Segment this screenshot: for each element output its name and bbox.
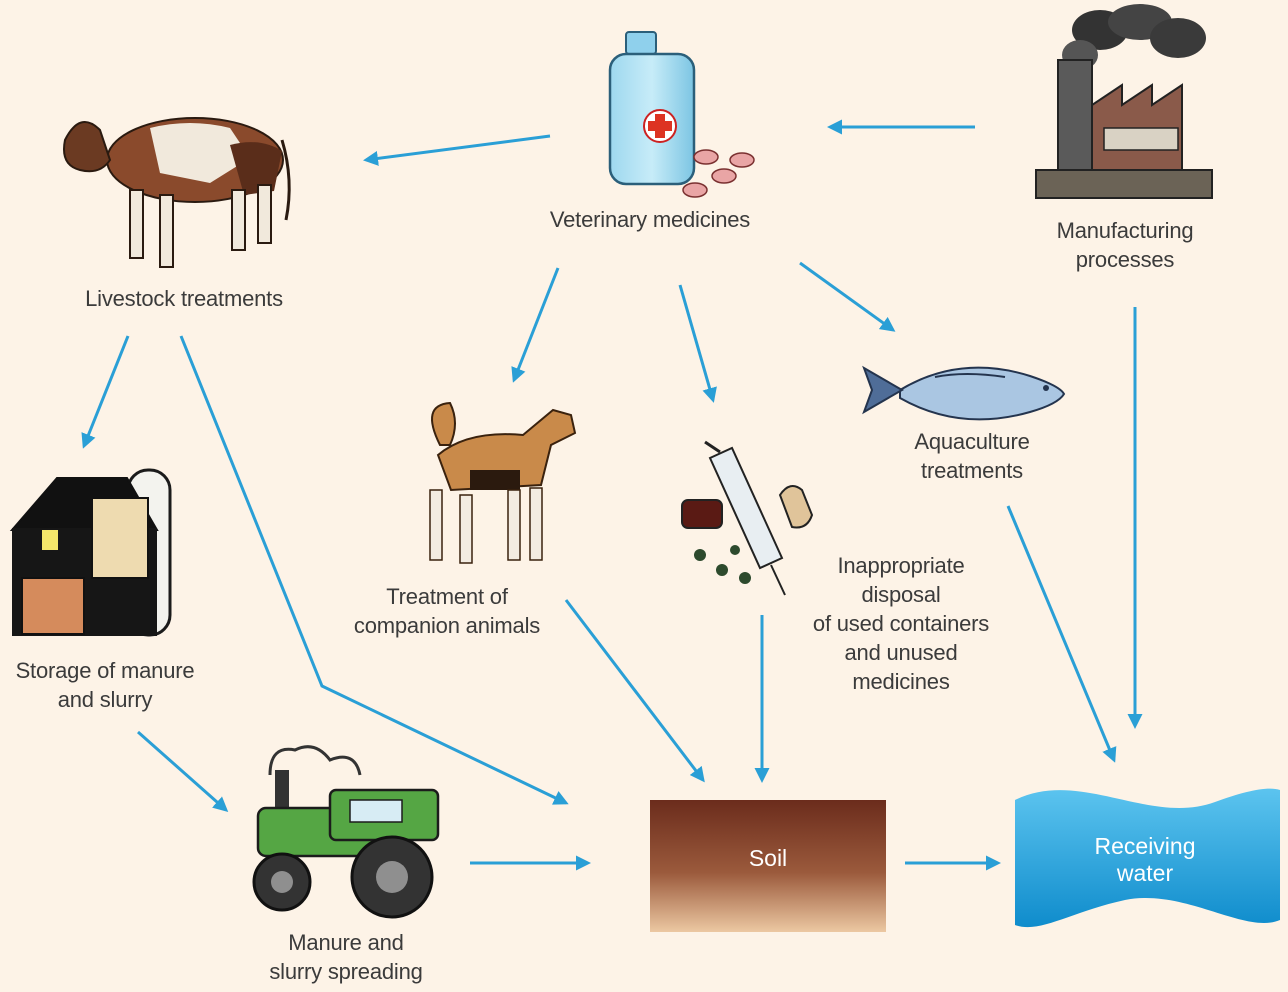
arrow-aquaculture-to-water [1006,505,1117,763]
arrow-livestock-to-soil [179,335,569,805]
medicine-bottle-icon [608,31,755,198]
arrow-livestock-to-storage [81,335,130,449]
receiving-water-shape [1015,788,1280,928]
tractor-icon [252,745,440,919]
arrow-companion-to-soil [564,599,705,783]
label-storage-manure: Storage of manure and slurry [15,658,195,712]
arrow-vet-to-aquaculture [799,261,896,332]
label-manufacturing-processes: Manufacturing processes [1056,218,1194,272]
label-manure-spreading: Manure and slurry spreading [269,930,423,984]
label-receiving-water: Receiving water [1094,833,1196,886]
dog-icon [429,401,577,564]
soil-box [650,800,886,932]
arrow-vet-to-livestock [363,134,551,166]
label-companion-animals: Treatment of companion animals [353,584,541,638]
label-inappropriate-disposal: Inappropriate disposal of used container… [812,553,990,694]
arrow-vet-to-disposal [678,284,717,403]
barn-icon [9,468,172,637]
label-veterinary-medicines: Veterinary medicines [549,207,751,232]
factory-icon [1035,4,1213,199]
arrow-vet-to-companion [511,267,560,383]
flow-arrows [81,119,1143,871]
syringe-icon [681,440,814,596]
label-soil: Soil [748,845,788,871]
label-aquaculture-treatments: Aquaculture treatments [914,429,1030,483]
label-livestock-treatments: Livestock treatments [85,286,283,311]
cow-icon [63,117,291,268]
arrow-storage-to-spreading [137,730,229,812]
fish-icon [862,365,1066,421]
